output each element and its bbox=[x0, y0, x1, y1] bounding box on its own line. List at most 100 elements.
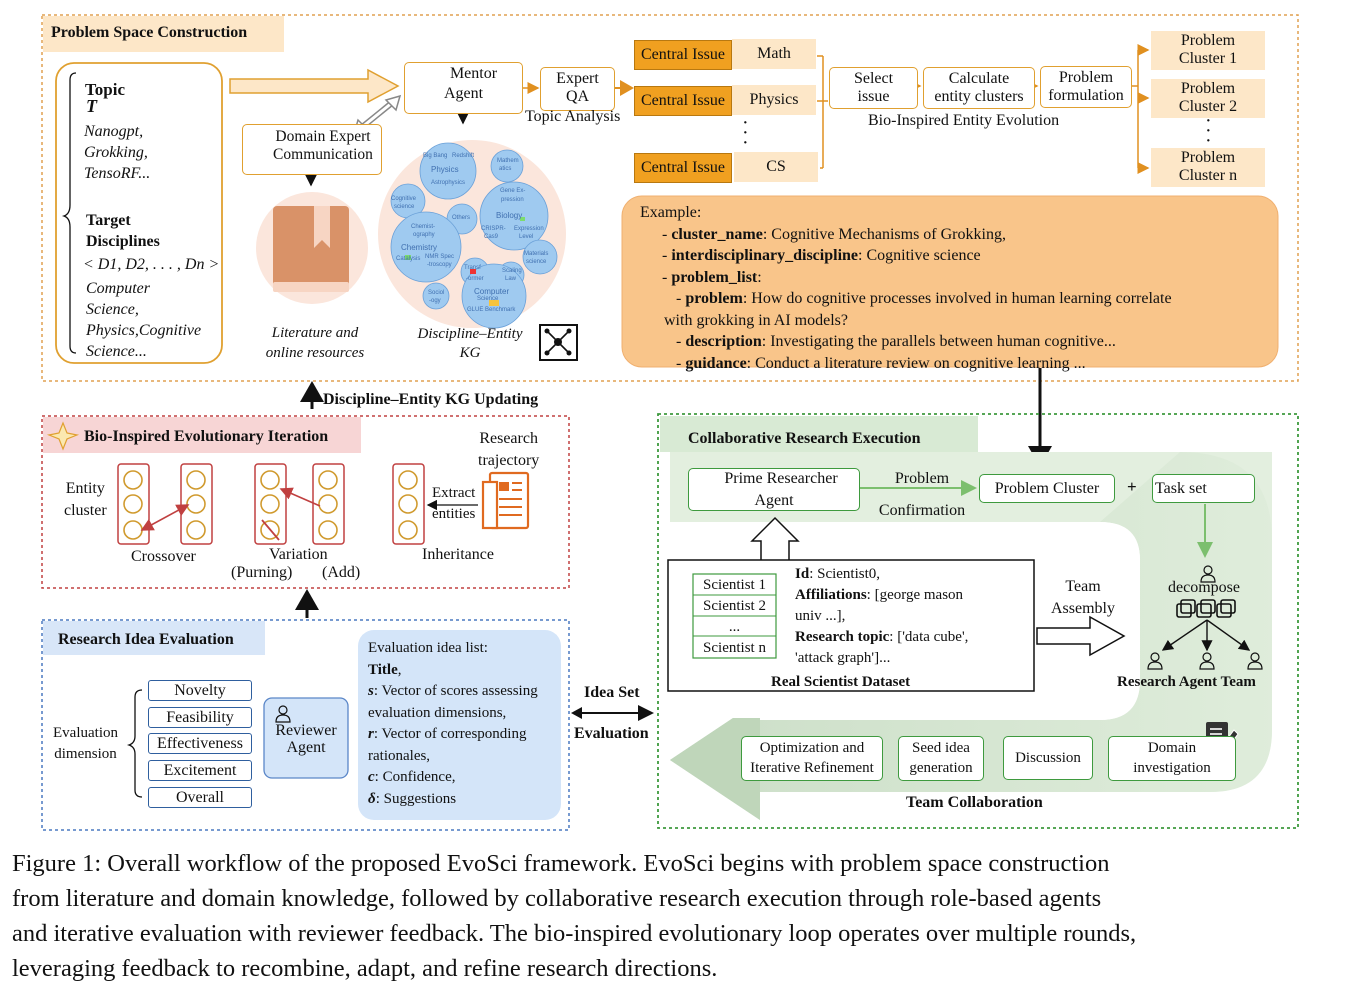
problem-space-title-bg bbox=[43, 16, 284, 52]
central-issue-physics: Central Issue bbox=[634, 86, 732, 116]
execution-border bbox=[657, 413, 1299, 829]
kg-node-label: Law bbox=[505, 276, 517, 282]
dataset-to-prime-arrow bbox=[750, 516, 800, 563]
issue-math: Math bbox=[732, 39, 816, 69]
issue-cs: CS bbox=[734, 152, 818, 182]
crossover-label: Crossover bbox=[131, 548, 196, 565]
evolution-title-bg bbox=[43, 417, 361, 453]
topic-brace bbox=[61, 72, 77, 354]
dim-effectiveness: Effectiveness bbox=[148, 733, 252, 754]
inheritance-label: Inheritance bbox=[422, 546, 494, 563]
kg-node-label: -ogy bbox=[429, 298, 441, 304]
bio-entity-evolution-label: Bio-Inspired Entity Evolution bbox=[868, 112, 1060, 129]
execution-title: Collaborative Research Execution bbox=[688, 430, 921, 447]
select-issue-box: Select issue bbox=[829, 67, 918, 109]
kg-node-label: Physics bbox=[431, 165, 459, 174]
problem-space-border bbox=[41, 14, 1299, 382]
topic-box bbox=[55, 62, 223, 364]
example-text: Example: - cluster_name: Cognitive Mecha… bbox=[640, 204, 1172, 372]
task-set-box: Task set bbox=[1152, 474, 1255, 503]
kg-node-label: -troscopy bbox=[427, 262, 452, 268]
team-collaboration-label: Team Collaboration bbox=[906, 794, 1043, 811]
dim-feasibility: Feasibility bbox=[148, 707, 252, 728]
plus-sign: + bbox=[1127, 477, 1137, 496]
topic-symbol: T bbox=[86, 96, 97, 116]
idea-set-label: Idea Set bbox=[584, 684, 640, 701]
target-label: Target Disciplines bbox=[86, 212, 160, 250]
evolution-title: Bio-Inspired Evolutionary Iteration bbox=[84, 428, 329, 445]
research-trajectory-icon bbox=[481, 471, 530, 530]
dim-excitement: Excitement bbox=[148, 760, 252, 781]
kg-node-label: GLUE Benchmark bbox=[467, 307, 516, 313]
kg-node-label: Astrophysics bbox=[431, 180, 466, 186]
kg-node-label: Materials bbox=[524, 251, 549, 257]
kg-node-label: Cognitive bbox=[391, 196, 417, 202]
book-icon bbox=[273, 206, 349, 292]
decompose-agent-icon bbox=[1200, 565, 1216, 583]
topic-label: Topic bbox=[85, 80, 126, 99]
kg-node-label: Cas9 bbox=[484, 234, 499, 240]
eval-list-box bbox=[358, 630, 561, 820]
domain-expert-box: Domain Expert Communication bbox=[242, 124, 382, 175]
kg-node-label: Science bbox=[477, 296, 499, 302]
kg-node-label: atics bbox=[499, 166, 512, 172]
evolution-border bbox=[41, 415, 570, 589]
team-agent-icon-2 bbox=[1199, 652, 1215, 670]
kg-node-label: Sociol bbox=[428, 290, 445, 296]
add-label: (Add) bbox=[322, 564, 361, 581]
kg-node-label: science bbox=[526, 259, 547, 265]
kg-node-label: pression bbox=[501, 197, 524, 203]
team-assembly-arrow bbox=[1036, 615, 1126, 657]
decompose-icon bbox=[1176, 599, 1236, 618]
kg-node-label: Level bbox=[519, 234, 534, 240]
kg-node-label: -ormer bbox=[466, 276, 484, 282]
kg-node-label: Chemistry bbox=[401, 243, 438, 252]
kg-node-label: science bbox=[394, 204, 415, 210]
kg-node-label: Computer bbox=[474, 287, 510, 296]
kg-node-label: CRISPR- bbox=[481, 226, 506, 232]
expert-qa-box: Expert QA bbox=[540, 67, 615, 111]
kg-node-label: Mathem bbox=[497, 158, 519, 164]
team-agent-icon-1 bbox=[1147, 652, 1163, 670]
target-formula: < D1, D2, . . . , Dn > bbox=[83, 256, 220, 273]
calc-entity-box: Calculate entity clusters bbox=[923, 67, 1035, 109]
dim-novelty: Novelty bbox=[148, 680, 252, 701]
prime-researcher-box: Prime Researcher Agent bbox=[688, 468, 860, 511]
research-agent-team-label: Research Agent Team bbox=[1117, 674, 1256, 690]
topic-examples: Nanogpt, Grokking, TensoRF... bbox=[84, 123, 151, 182]
mentor-agent-box: Mentor Agent bbox=[404, 62, 523, 114]
decompose-label: decompose bbox=[1168, 579, 1240, 596]
variation-label: Variation bbox=[269, 546, 328, 563]
dataset-label: Real Scientist Dataset bbox=[771, 674, 911, 690]
kg-updating-label: Discipline–Entity KG Updating bbox=[323, 391, 539, 408]
execution-title-bg bbox=[660, 416, 978, 452]
issue-physics: Physics bbox=[732, 85, 816, 115]
kg-node-label: Redshift bbox=[452, 153, 475, 159]
discussion-box: Discussion bbox=[1003, 736, 1093, 780]
issue-ellipsis: ··· bbox=[742, 112, 749, 154]
topic-to-mentor-arrow bbox=[229, 68, 400, 104]
kg-node-label: Scaling bbox=[502, 268, 522, 274]
eval-idea-list: Evaluation idea list: Title, s: Vector o… bbox=[368, 640, 538, 807]
target-examples: Computer Science, Physics,Cognitive Scie… bbox=[86, 280, 202, 360]
example-box bbox=[621, 195, 1279, 368]
kg-node-label: Gene Ex- bbox=[500, 188, 526, 194]
reviewer-agent-icon bbox=[275, 705, 291, 723]
evaluation-title-bg bbox=[43, 621, 265, 655]
team-agent-icon-3 bbox=[1247, 652, 1263, 670]
scientist-list: Scientist 1 Scientist 2 ... Scientist n bbox=[703, 577, 766, 656]
kg-node-label: Transf bbox=[464, 265, 481, 271]
sparkle-icon bbox=[46, 421, 80, 451]
evaluation-title: Research Idea Evaluation bbox=[58, 631, 234, 648]
